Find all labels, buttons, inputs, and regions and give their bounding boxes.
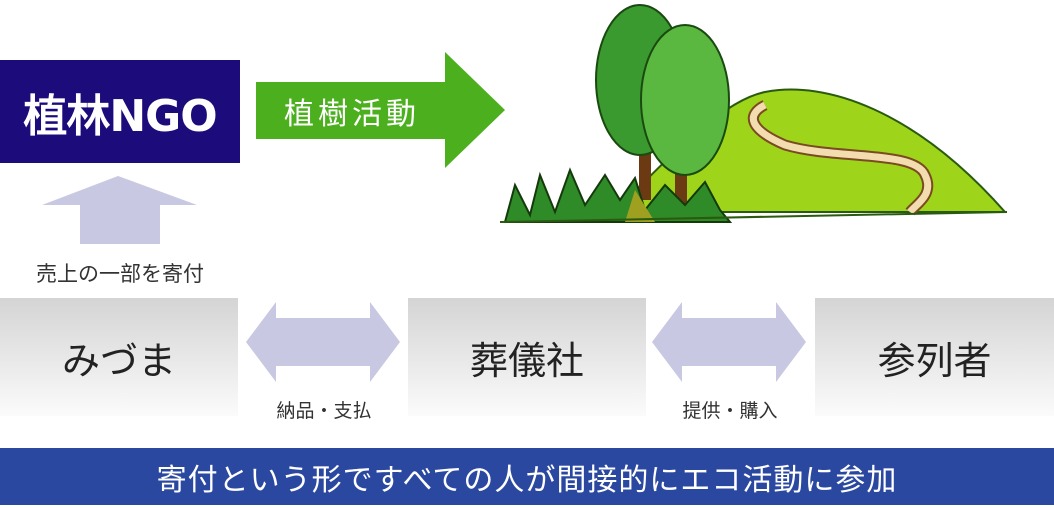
box-funeral-company-label: 葬儀社	[469, 338, 584, 383]
box-mizuma: みづま	[0, 298, 238, 416]
double-arrow-icon	[652, 302, 806, 382]
planting-arrow-label: 植樹活動	[284, 97, 420, 132]
ngo-box: 植林NGO	[0, 60, 240, 163]
box-attendees-label: 参列者	[877, 338, 992, 383]
box-funeral-company: 葬儀社	[408, 298, 646, 416]
box-mizuma-label: みづま	[61, 338, 176, 383]
banner-text: 寄付という形ですべての人が間接的にエコ活動に参加	[156, 462, 898, 498]
box-attendees: 参列者	[815, 298, 1054, 416]
donation-label: 売上の一部を寄付	[36, 262, 204, 286]
flow-label-delivery-payment: 納品・支払	[276, 400, 372, 422]
forest-hill-illustration	[499, 4, 1008, 223]
banner: 寄付という形ですべての人が間接的にエコ活動に参加	[0, 448, 1054, 505]
flow-label-provide-purchase: 提供・購入	[682, 400, 778, 422]
up-arrow-icon	[42, 176, 197, 244]
double-arrow-icon	[246, 302, 400, 382]
planting-arrow-icon	[256, 52, 505, 168]
ngo-label: 植林NGO	[23, 90, 217, 142]
